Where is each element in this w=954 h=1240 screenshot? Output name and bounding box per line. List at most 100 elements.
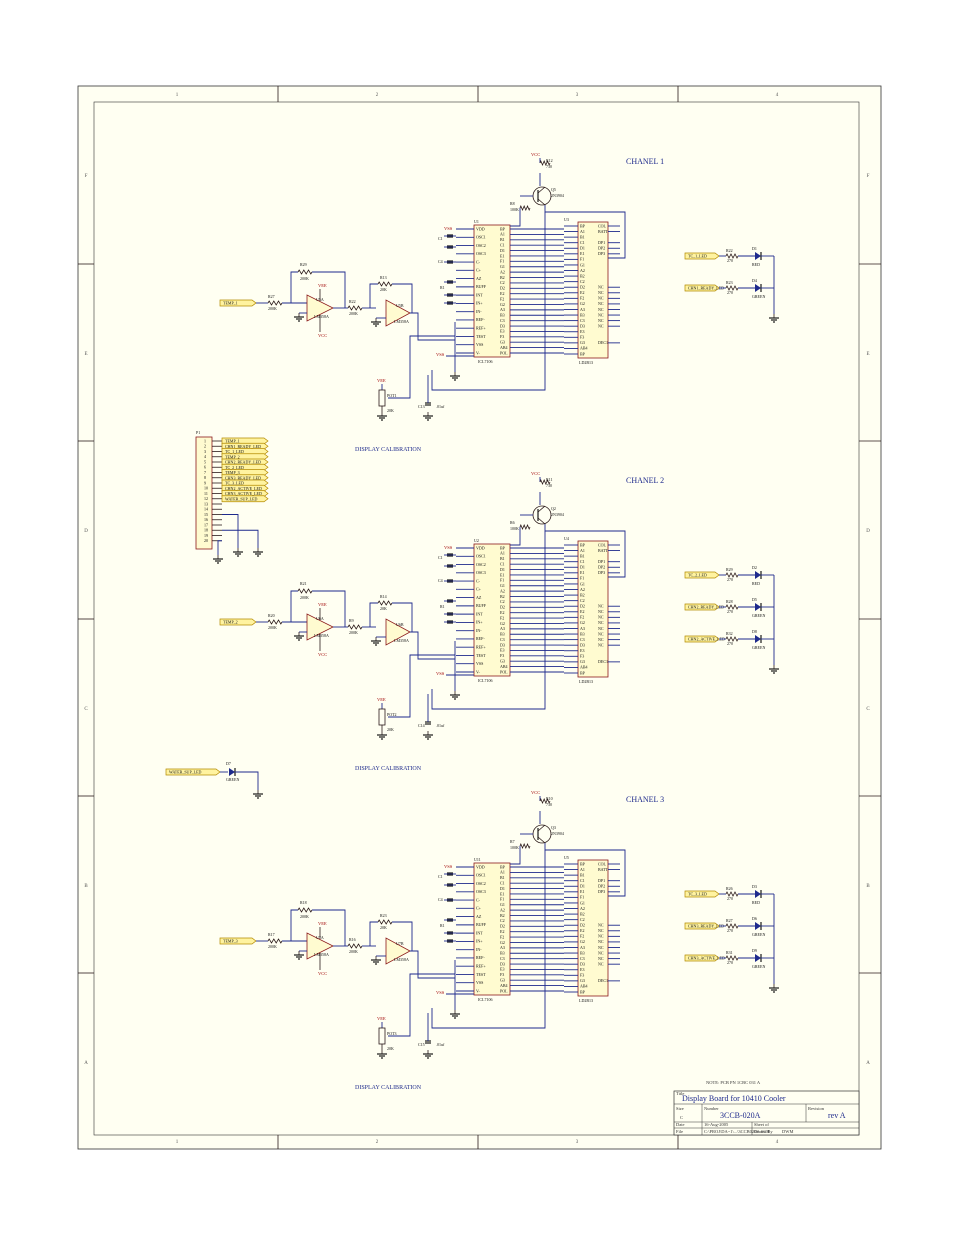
driver-pin-label: B2 (580, 911, 585, 916)
adc-pin-label: B1 (500, 556, 505, 561)
led-net-tag (684, 571, 720, 579)
driver-pin-label: A3 (580, 626, 585, 631)
connector-pin-number: 10 (204, 486, 208, 491)
driver-pin-label: BATT (598, 867, 609, 872)
driver-pin-label: DEC1 (598, 659, 608, 664)
channel-input-tag (219, 618, 257, 626)
opamp-b-symbol (385, 299, 411, 327)
driver-chip-ref: U3 (564, 217, 569, 222)
resistor-symbol (267, 300, 283, 306)
led-net-tag (684, 635, 720, 643)
driver-pin-label: BP (580, 861, 586, 866)
driver-pin-label: A2 (580, 906, 585, 911)
connector-pin-number: 4 (204, 454, 206, 459)
adc-pin-label: OSC2 (476, 243, 486, 248)
adc-pin-label: OSC2 (476, 562, 486, 567)
led-net-text: TC_3_LED (688, 892, 707, 897)
driver-pin-label: C2 (580, 279, 585, 284)
top-resistor-value: 730 (546, 483, 552, 488)
cap-ref: C1 (438, 555, 443, 560)
wire (544, 524, 626, 578)
date-label: Date (676, 1122, 685, 1127)
adc-pin-label: D2 (500, 286, 505, 291)
transistor-emitter (537, 836, 546, 844)
water-led-net-text: WATER_SUP_LED (169, 770, 202, 775)
adc-chip-part: ICL7106 (478, 997, 492, 1002)
main-cap-ref: C13 (418, 404, 425, 409)
opamp-a-symbol (306, 294, 334, 322)
base-resistor-value: 100K (510, 207, 519, 212)
led-net-text: TC_1_LED (688, 254, 707, 259)
input-resistor-value: 200K (268, 944, 277, 949)
driver-pin-label: COL (598, 542, 607, 547)
driver-pin-label: B1 (580, 234, 585, 239)
resistor-symbol (725, 572, 739, 578)
wire (510, 846, 521, 865)
adc-chip-ref: U11 (474, 857, 481, 862)
driver-pin-label: DEC1 (598, 340, 608, 345)
zone-row-right-A: A (866, 1061, 870, 1066)
adc-pin-label: E2 (500, 610, 504, 615)
adc-pin-label: C3 (500, 637, 505, 642)
led-ref: D8 (752, 629, 757, 634)
adc-pin-label: POL (500, 988, 508, 993)
led-ref: D1 (752, 246, 757, 251)
channel-2-group: CHANEL 2TEMP_2R20200KR21200KU6ALM358AVEE… (219, 471, 779, 772)
ground-icon (371, 318, 381, 327)
driver-pin-label: E1 (580, 251, 584, 256)
driver-pin-label: A1 (580, 867, 585, 872)
feedback-resistor-value: 200K (300, 595, 309, 600)
channel-input-text: TEMP_1 (223, 301, 238, 306)
driver-pin-label: NC (598, 312, 604, 317)
adc-pin-label: G2 (500, 302, 505, 307)
opamp-a-symbol (306, 613, 334, 641)
opamp-b-part: LM358A (394, 638, 409, 643)
ground-icon (377, 731, 387, 740)
channel-input-tag (219, 937, 257, 945)
driver-pin-label: BATT (598, 229, 609, 234)
driver-pin-label: E3 (580, 648, 584, 653)
transistor-part: 2N3904 (551, 831, 564, 836)
zone-row-right-E: E (866, 352, 869, 357)
driver-chip-body (577, 540, 609, 678)
adc-pin-label: AB4 (500, 983, 508, 988)
connector-pin-number: 5 (204, 459, 206, 464)
top-resistor-value: 730 (546, 802, 552, 807)
led-resistor-ref: R32 (726, 631, 733, 636)
adc-pin-label: F3 (500, 653, 504, 658)
connector-pin-number: 6 (204, 465, 206, 470)
adc-pin-label: REF- (476, 636, 485, 641)
adc-pin-label: C2 (500, 918, 505, 923)
adc-pin-label: REF- (476, 317, 485, 322)
main-cap-value: .01uf (436, 723, 445, 728)
connector-pin-number: 3 (204, 449, 206, 454)
driver-pin-label: F2 (580, 934, 584, 939)
adc-vss-net: VSS (436, 671, 445, 676)
revision-label: Revision (808, 1106, 825, 1111)
adc-pin-label: E2 (500, 929, 504, 934)
ground-icon (450, 372, 460, 381)
adc-pin-label: INT (476, 611, 483, 616)
wire (388, 973, 455, 1037)
adc-pin-label: C+ (476, 906, 482, 911)
adc-pin-label: D3 (500, 961, 505, 966)
driver-pin-label: BP (580, 670, 586, 675)
driver-chip-part: LD2B13 (579, 679, 593, 684)
mid-resistor-value: 200K (349, 949, 358, 954)
title-label: Title (676, 1091, 684, 1096)
wire (431, 531, 546, 710)
resistor-symbol (267, 938, 283, 944)
cap-ref: C1 (438, 874, 443, 879)
adc-pin-label: IN+ (476, 939, 483, 944)
pot-value: 20K (387, 1046, 394, 1051)
driver-pin-label: G1 (580, 900, 585, 905)
feedback-resistor-ref: R21 (300, 581, 307, 586)
adc-pin-label: C3 (500, 318, 505, 323)
driver-pin-label: DP3 (598, 570, 605, 575)
driver-pin-label: NC (598, 290, 604, 295)
connector-net-text: TEMP_3 (225, 470, 240, 475)
led-net-tag (684, 922, 720, 930)
adc-pin-label: TEST (476, 653, 486, 658)
connector-net-text: CHN2_READY_LED (225, 460, 261, 465)
